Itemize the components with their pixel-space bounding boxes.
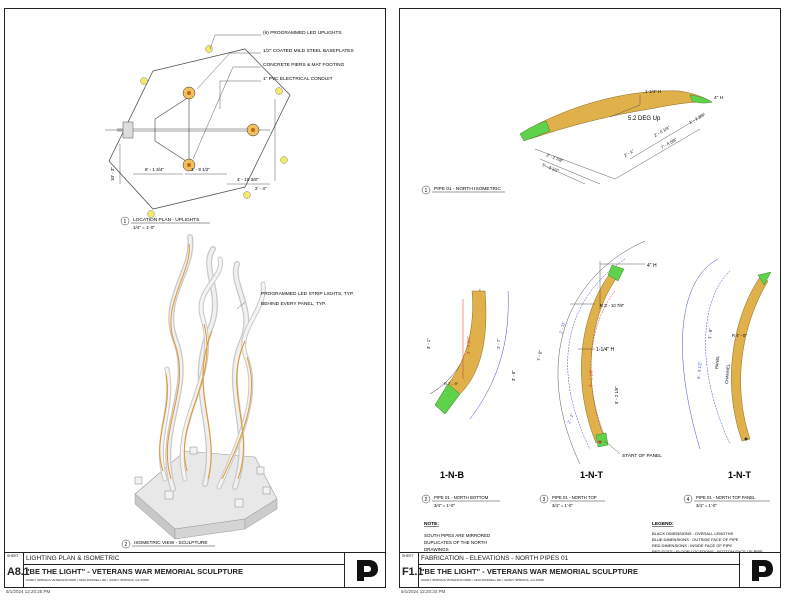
pipe-1nt xyxy=(581,266,623,444)
tag-1nt: 1-N-T xyxy=(580,470,603,480)
note-uplights: (6) PROGRAMMED LED UPLIGHTS xyxy=(263,30,342,36)
plan-dim-3: 4' - 10 3/8" xyxy=(237,177,259,182)
r-detail-4-number: 4 xyxy=(687,497,690,503)
t-start-panel: START OF PANEL xyxy=(622,453,662,459)
t-dim-a: 2' - 11" xyxy=(558,320,566,334)
legend-red: RED DIMENSIONS : INSIDE FACE OF PIPE xyxy=(652,543,732,548)
note-line-3: DRAWINGS xyxy=(424,547,449,552)
note-baseplates: 1/2" COATED MILD STEEL BASEPLATES xyxy=(263,48,354,54)
note-conduit: 1" PVC ELECTRICAL CONDUIT xyxy=(263,76,333,82)
iso-dim-e: 3' - 2 7/8" xyxy=(546,152,565,163)
sheet-title: LIGHTING PLAN & ISOMETRIC xyxy=(26,555,120,562)
legend-black: BLACK DIMENSIONS : OVERALL LENGTHS xyxy=(652,531,734,536)
t-dim-c: 3' - 1 1/8" xyxy=(588,369,594,387)
title-block: SHEET F1.1 FABRICATION - ELEVATIONS - NO… xyxy=(400,552,780,587)
note-piers: CONCRETE PIERS & MAT FOOTING xyxy=(263,62,345,68)
legend-blue: BLUE DIMENSIONS : OUTSIDE FACE OF PIPE xyxy=(652,537,739,542)
uplight-markers xyxy=(140,45,288,218)
project-address: SANDY SPRINGS VETERANS PARK • 6100 ROSWE… xyxy=(421,578,544,582)
t-dim-4h: 4" H xyxy=(647,263,657,269)
p-dim-channel: CHANNEL xyxy=(724,363,731,384)
b-dim-2: 3' - 0 3/4" xyxy=(466,336,471,354)
detail-2-number: 2 xyxy=(125,542,128,548)
iso-dim-4h: 4" H xyxy=(714,95,724,101)
b-dim-3: 3' - 2" xyxy=(496,338,501,349)
plan-dim-4: 2' - 4" xyxy=(255,186,267,191)
electrical-box xyxy=(122,121,134,139)
plan-hexagon xyxy=(108,48,291,210)
project-name: "BE THE LIGHT" - VETERANS WAR MEMORIAL S… xyxy=(26,567,243,576)
conduit-lines xyxy=(117,96,270,164)
iso-note-strip: PROGRAMMED LED STRIP LIGHTS, TYP. xyxy=(261,291,354,297)
b-dim-1: 3' - 1" xyxy=(426,338,431,349)
r-detail-4-scale: 3/4" = 1'-0" xyxy=(696,503,717,508)
detail-2-bubble xyxy=(121,539,131,549)
iso-dim-deg: 5.2 DEG Up xyxy=(628,116,661,122)
t-dim-114h: 1-1/4" H xyxy=(596,347,615,353)
t-dim-b: 5' - 2 1/6" xyxy=(614,386,619,404)
project-address: SANDY SPRINGS VETERANS PARK • 6100 ROSWE… xyxy=(26,578,149,582)
detail-1-number: 1 xyxy=(124,219,127,225)
r-detail-3-number: 3 xyxy=(543,497,546,503)
legend-dots: RED DOTS : FLOOR LOCATIONS - BOTTOM FACE… xyxy=(652,549,763,554)
note-line-1: SOUTH PIPES ARE MIRRORED xyxy=(424,533,491,538)
baseplates xyxy=(182,86,260,172)
r-detail-2-number: 2 xyxy=(425,497,428,503)
r-detail-1-number: 1 xyxy=(425,188,428,194)
note-line-2: DUPLICATES OF THE NORTH xyxy=(424,540,487,545)
t-dim-len: 7' - 6" xyxy=(536,349,543,361)
iso-note-panel: BEHIND EVERY PANEL, TYP. xyxy=(261,301,326,307)
sheet-a8-1: 8' - 1 3/4" 1' - 9 1/2" 4' - 10 3/8" 2' … xyxy=(4,8,386,588)
p-dim-panel: PANEL xyxy=(714,355,720,369)
lighting-plan-drawing: 8' - 1 3/4" 1' - 9 1/2" 4' - 10 3/8" 2' … xyxy=(105,30,354,549)
plan-dim-1: 8' - 1 3/4" xyxy=(145,167,164,172)
iso-dim-c: 7' - 8 5/8" xyxy=(660,136,678,149)
firm-logo-icon xyxy=(752,560,773,581)
project-name: "BE THE LIGHT" - VETERANS WAR MEMORIAL S… xyxy=(421,567,638,576)
iso-pipe xyxy=(519,90,713,140)
fabrication-drawing: 4" H 1-1/4" H 5.2 DEG Up 1' - 2 3/4" 2' … xyxy=(421,89,772,554)
note-heading: NOTE: xyxy=(424,521,439,527)
p-dim-r: R 4' - 0" xyxy=(732,333,747,338)
r-detail-3-title: PIPE 01 - NORTH TOP xyxy=(552,495,597,500)
sheet-label: SHEET xyxy=(7,554,19,558)
b-dim-5: R 7' - 9" xyxy=(444,381,459,386)
r-detail-2-title: PIPE 01 - NORTH BOTTOM xyxy=(434,495,489,500)
tag-1nt-panel: 1-N-T xyxy=(728,470,751,480)
p-dim-b: 1' - 8" xyxy=(707,328,713,340)
detail-1-title: LOCATION PLAN - UPLIGHTS xyxy=(133,217,199,223)
r-detail-3-scale: 3/4" = 1'-0" xyxy=(552,503,573,508)
legend-heading: LEGEND: xyxy=(652,521,674,527)
t-dim-d: 2' - 1" xyxy=(566,412,575,424)
t-dim-r: R 3' - 10 7/8" xyxy=(600,303,625,308)
led-strips xyxy=(159,243,253,480)
detail-1-scale: 1/4" = 1'-0" xyxy=(133,225,155,230)
firm-logo-icon xyxy=(357,560,378,581)
tag-1nb: 1-N-B xyxy=(440,470,464,480)
b-dim-4: 3' - 8" xyxy=(511,370,516,381)
detail-1-bubble xyxy=(120,216,130,226)
r-detail-4-title: PIPE 01 - NORTH TOP PANEL xyxy=(696,495,756,500)
plan-dim-2: 1' - 9 1/2" xyxy=(191,167,210,172)
sheet-title: FABRICATION - ELEVATIONS - NORTH PIPES 0… xyxy=(421,555,569,562)
iso-dim-f: 5' - 3 1/2" xyxy=(542,162,561,173)
sheet-f1-1: 4" H 1-1/4" H 5.2 DEG Up 1' - 2 3/4" 2' … xyxy=(399,8,781,588)
sheet-label: SHEET xyxy=(402,554,414,558)
r-detail-2-scale: 3/4" = 1'-0" xyxy=(434,503,455,508)
r-detail-1-title: PIPE 01 - NORTH ISOMETRIC xyxy=(434,186,501,192)
sculpture-ribbons xyxy=(158,234,266,492)
timestamp-right: 5/1/2024 12:20:34 PM xyxy=(401,589,446,594)
plan-dim-5: 10' - 3" xyxy=(110,167,115,181)
p-dim-a: 8' - 9 1/2" xyxy=(696,361,703,380)
detail-2-title: ISOMETRIC VIEW - SCULPTURE xyxy=(134,540,208,546)
iso-dim-d: 2' - 1" xyxy=(623,148,635,158)
title-block: SHEET A8.1 LIGHTING PLAN & ISOMETRIC "BE… xyxy=(5,552,385,587)
iso-uplights xyxy=(134,446,271,508)
iso-dim-114h: 1-1/4" H xyxy=(645,89,661,94)
pipe-1nt-panel xyxy=(731,276,769,442)
timestamp-left: 5/1/2024 12:20:25 PM xyxy=(6,589,51,594)
iso-dim-a: 1' - 2 3/4" xyxy=(688,111,706,124)
